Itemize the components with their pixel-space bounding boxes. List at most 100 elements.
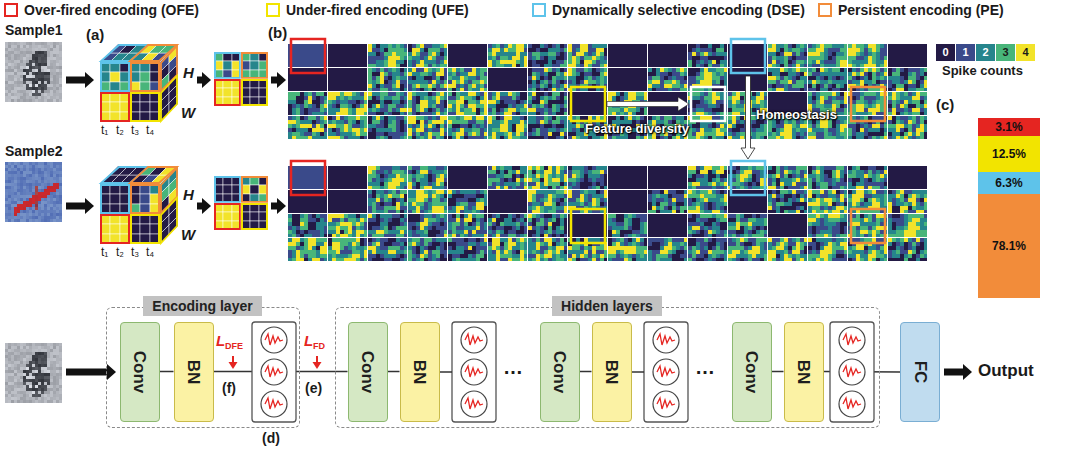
image-pixel — [41, 78, 44, 81]
image-pixel — [8, 69, 11, 72]
image-pixel — [35, 388, 38, 391]
image-pixel — [53, 192, 56, 195]
fc-block: FC — [900, 322, 940, 422]
image-pixel — [50, 57, 53, 60]
image-pixel — [5, 78, 8, 81]
image-pixel — [47, 87, 50, 90]
image-pixel — [38, 180, 41, 183]
image-pixel — [14, 358, 17, 361]
image-pixel — [38, 174, 41, 177]
image-pixel — [41, 352, 44, 355]
image-pixel — [26, 87, 29, 90]
image-pixel — [47, 364, 50, 367]
image-pixel — [35, 364, 38, 367]
image-pixel — [35, 99, 38, 102]
image-pixel — [14, 373, 17, 376]
image-pixel — [29, 352, 32, 355]
quadrant-outline — [215, 204, 240, 229]
image-pixel — [11, 66, 14, 69]
image-pixel — [38, 90, 41, 93]
image-pixel — [53, 400, 56, 403]
image-pixel — [17, 81, 20, 84]
image-pixel — [38, 382, 41, 385]
image-pixel — [20, 204, 23, 207]
image-pixel — [20, 177, 23, 180]
image-pixel — [26, 180, 29, 183]
highlight-box — [731, 39, 765, 73]
image-pixel — [59, 69, 62, 72]
image-pixel — [50, 385, 53, 388]
image-pixel — [14, 400, 17, 403]
image-pixel — [23, 162, 26, 165]
highlight-box — [291, 161, 325, 195]
node-label: BN — [602, 359, 622, 384]
image-pixel — [38, 96, 41, 99]
flow-arrow — [271, 198, 286, 214]
text-label: Homeostasis — [756, 108, 837, 123]
image-pixel — [32, 204, 35, 207]
text-label: L — [216, 332, 225, 349]
image-pixel — [38, 219, 41, 222]
image-pixel — [17, 195, 20, 198]
image-pixel — [47, 186, 50, 189]
image-pixel — [47, 198, 50, 201]
spike-cube — [100, 44, 178, 122]
feature-map-panel — [288, 39, 927, 139]
image-pixel — [26, 78, 29, 81]
image-pixel — [53, 186, 56, 189]
image-pixel — [53, 201, 56, 204]
image-pixel — [23, 370, 26, 373]
image-pixel — [14, 382, 17, 385]
image-pixel — [26, 63, 29, 66]
image-pixel — [41, 186, 44, 189]
cube-cell — [110, 194, 120, 204]
image-pixel — [38, 388, 41, 391]
image-pixel — [53, 343, 56, 346]
image-pixel — [8, 84, 11, 87]
image-pixel — [20, 57, 23, 60]
node-label: 0 — [942, 47, 948, 58]
image-pixel — [35, 69, 38, 72]
image-pixel — [56, 219, 59, 222]
image-pixel — [47, 60, 50, 63]
image-pixel — [44, 367, 47, 370]
image-pixel — [53, 358, 56, 361]
image-pixel — [59, 210, 62, 213]
image-pixel — [20, 186, 23, 189]
connector — [580, 371, 592, 373]
image-pixel — [26, 186, 29, 189]
image-pixel — [5, 180, 8, 183]
image-pixel — [20, 192, 23, 195]
text-label: t₁ — [101, 246, 108, 260]
image-pixel — [5, 204, 8, 207]
text-label: t₄ — [146, 124, 154, 138]
image-pixel — [14, 93, 17, 96]
image-pixel — [47, 180, 50, 183]
image-pixel — [38, 78, 41, 81]
image-pixel — [17, 69, 20, 72]
image-pixel — [56, 358, 59, 361]
feature-map-texture — [288, 44, 927, 139]
quadrant-outline — [215, 177, 240, 202]
image-pixel — [56, 355, 59, 358]
image-pixel — [17, 75, 20, 78]
image-pixel — [17, 84, 20, 87]
image-pixel — [26, 355, 29, 358]
image-pixel — [23, 45, 26, 48]
image-pixel — [8, 51, 11, 54]
image-pixel — [8, 171, 11, 174]
image-pixel — [50, 364, 53, 367]
spike-trace — [657, 334, 675, 345]
node-label: 3.1% — [995, 121, 1022, 133]
image-pixel — [14, 72, 17, 75]
image-pixel — [47, 397, 50, 400]
image-pixel — [20, 364, 23, 367]
image-pixel — [5, 42, 8, 45]
image-pixel — [17, 42, 20, 45]
image-pixel — [56, 90, 59, 93]
image-pixel — [50, 66, 53, 69]
spike-trace — [265, 366, 283, 377]
image-pixel — [53, 84, 56, 87]
spiking-neuron-block — [452, 322, 496, 422]
conv-block: Conv — [348, 322, 388, 422]
